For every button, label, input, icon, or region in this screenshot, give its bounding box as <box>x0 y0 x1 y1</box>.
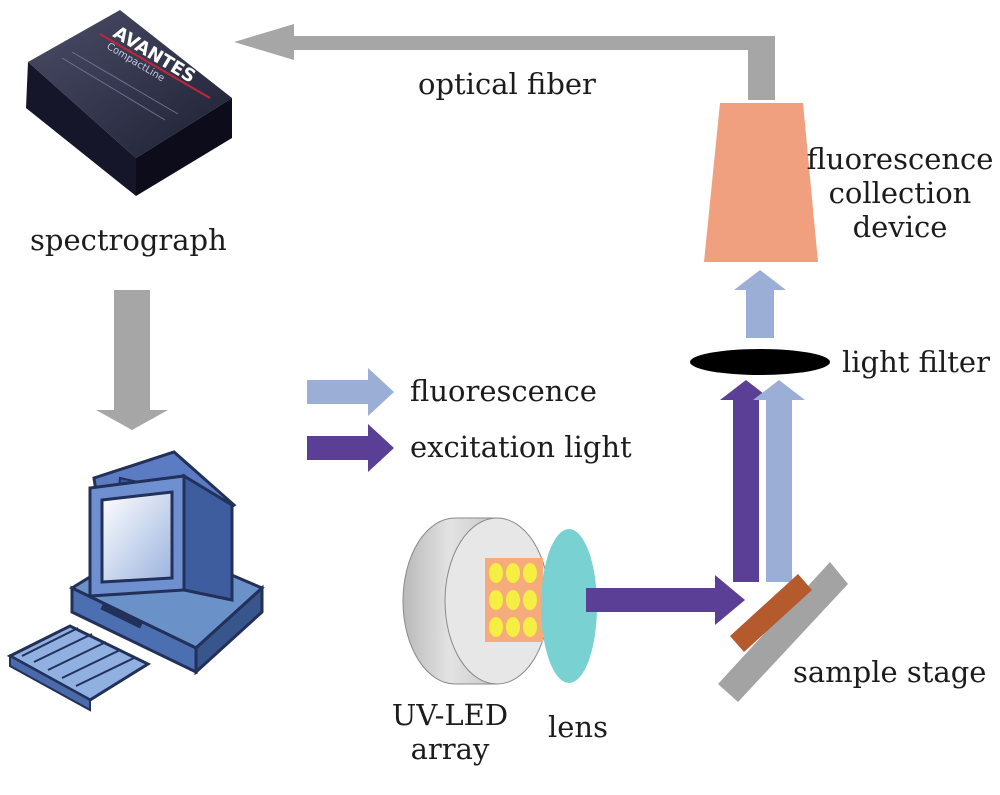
fluorescence-collection-device <box>704 103 818 262</box>
legend-excitation-arrow <box>307 424 394 472</box>
led-dots <box>489 563 537 637</box>
sample-stage <box>718 562 848 702</box>
sample-stage-label: sample stage <box>793 655 987 689</box>
excitation-light-arrow <box>586 575 745 625</box>
optical-fiber-label: optical fiber <box>418 67 596 101</box>
legend-fluorescence-label: fluorescence <box>410 374 597 408</box>
spectrograph-device: AVANTES CompactLine <box>26 10 232 196</box>
collection-device-label-line1: fluorescence <box>806 142 994 176</box>
collected-fluorescence-arrow <box>734 270 786 338</box>
collection-device-label-line3: device <box>852 210 948 244</box>
uv-led-label-line2: array <box>410 732 490 766</box>
computer-icon <box>6 450 265 712</box>
reflected-excitation-arrow <box>720 380 772 582</box>
uv-led-array <box>402 517 550 685</box>
emitted-fluorescence-arrow <box>753 380 805 582</box>
lens-label: lens <box>548 710 608 744</box>
legend-excitation-label: excitation light <box>410 430 632 464</box>
light-filter-label: light filter <box>842 345 990 379</box>
uv-led-label-line1: UV-LED <box>391 698 509 732</box>
optical-fiber-arrow <box>234 24 775 100</box>
spectrograph-label: spectrograph <box>30 223 227 257</box>
legend-fluorescence-arrow <box>307 368 394 416</box>
collection-device-label-line2: collection <box>828 176 972 210</box>
light-filter <box>690 349 830 375</box>
lens <box>541 529 597 683</box>
data-transfer-arrow <box>96 290 168 430</box>
